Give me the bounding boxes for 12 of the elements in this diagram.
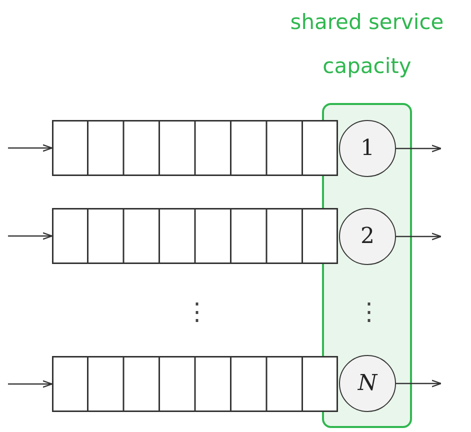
arrow <box>8 380 53 388</box>
arrow <box>396 144 442 152</box>
arrow <box>8 232 53 240</box>
arrow <box>8 144 53 152</box>
ellipsis-mark: ⋮ <box>185 298 209 326</box>
arrow <box>396 380 442 388</box>
arrow <box>396 232 442 240</box>
ellipsis-mark: ⋮ <box>357 298 381 326</box>
queue-box <box>52 208 338 264</box>
queue-box <box>52 120 338 176</box>
band-heading: shared service capacity <box>289 9 445 80</box>
queue-box <box>52 356 338 412</box>
